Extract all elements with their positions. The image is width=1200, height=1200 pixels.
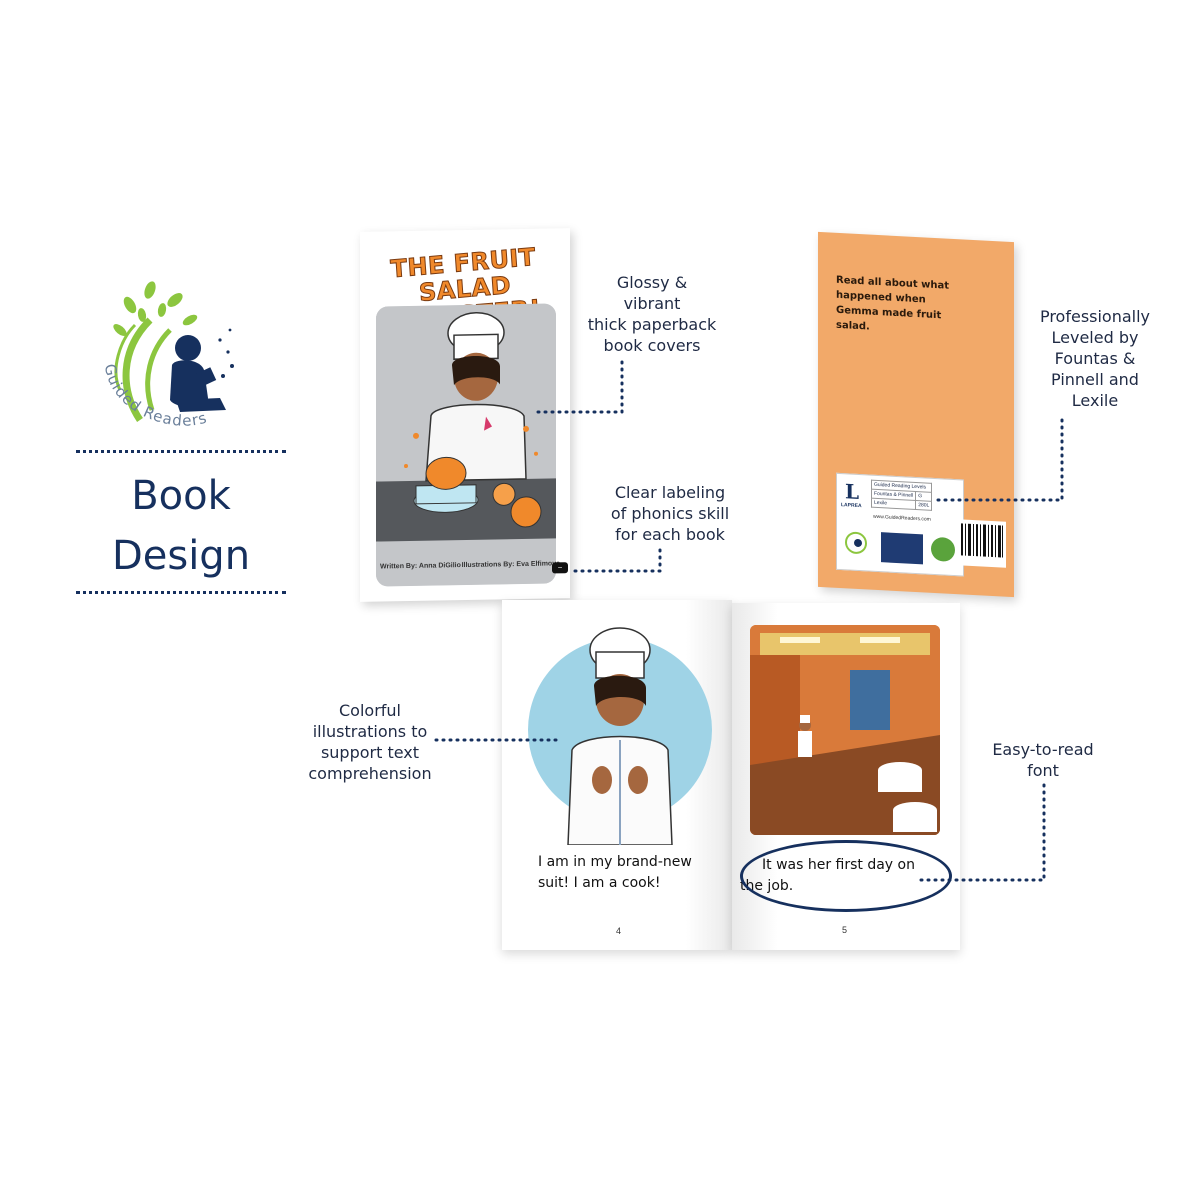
barcode-icon — [958, 519, 1006, 568]
chef-squeezing-orange-illustration — [376, 303, 556, 587]
guided-readers-logo: Guided Readers — [80, 270, 270, 440]
callout-illustrations-line: Colorful — [339, 701, 401, 720]
callout-labeling-line: of phonics skill — [610, 504, 730, 523]
callout-leveled-line: Lexile — [1071, 391, 1119, 410]
callout-labeling-line: Clear labeling — [614, 483, 726, 502]
left-page-text-line1: I am in my brand-new — [538, 854, 692, 870]
callout-illustrations: Colorful illustrations to support text c… — [290, 700, 450, 784]
callout-covers-line: Glossy & — [616, 273, 688, 292]
levels-system: Lexile — [871, 498, 916, 510]
levels-value: 280L — [915, 500, 932, 511]
callout-covers-line: book covers — [603, 336, 701, 355]
table-row: Lexile 280L — [871, 498, 932, 511]
cover-illustration — [376, 303, 556, 587]
heading-top-divider — [76, 450, 286, 453]
callout-covers-line: thick paperback — [587, 315, 717, 334]
heading-bottom-divider — [76, 591, 286, 594]
callout-leveled-line: Fountas & — [1054, 349, 1136, 368]
book-badge-icon — [881, 532, 923, 565]
publisher-name: LAPREA — [841, 502, 862, 510]
phonics-skill-label: – — [552, 562, 568, 574]
back-cover-book: Read all about what happened when Gemma … — [818, 231, 1014, 598]
svg-text:L: L — [845, 479, 859, 504]
callout-font-line: Easy-to-read — [992, 740, 1094, 759]
cover-author: Written By: Anna DiGilio — [380, 562, 461, 571]
font-highlight-ellipse — [740, 840, 952, 912]
page-title-line2: Design — [111, 533, 251, 579]
certification-seal-icon — [931, 536, 955, 563]
callout-leveled: Professionally Leveled by Fountas & Pinn… — [1020, 306, 1170, 411]
logo-tree-reader-icon: Guided Readers — [101, 281, 234, 430]
back-cover-blurb: Read all about what happened when Gemma … — [836, 274, 949, 333]
page-title-line1: Book — [131, 473, 231, 519]
chef-in-suit-illustration — [528, 627, 712, 845]
leader-labeling — [568, 548, 662, 573]
callout-labeling-line: for each book — [615, 525, 725, 544]
back-cover-url: www.GuidedReaders.com — [873, 513, 931, 523]
publisher-logo-icon: L — [845, 479, 859, 504]
page-title: Book Design — [76, 466, 286, 586]
callout-illustrations-line: comprehension — [308, 764, 432, 783]
back-cover-info-panel: L LAPREA Guided Reading Levels Fountas &… — [836, 472, 964, 577]
callout-labeling: Clear labeling of phonics skill for each… — [590, 482, 750, 545]
levels-table: Guided Reading Levels Fountas & Pinnell … — [871, 480, 932, 511]
publisher-logo: L LAPREA — [841, 478, 867, 509]
callout-covers-line: vibrant — [623, 294, 681, 313]
callout-font: Easy-to-read font — [968, 739, 1118, 781]
callout-covers: Glossy & vibrant thick paperback book co… — [572, 272, 732, 356]
callout-leveled-line: Pinnell and — [1051, 370, 1139, 389]
callout-illustrations-line: illustrations to — [312, 722, 428, 741]
left-page-text: I am in my brand-new suit! I am a cook! — [538, 852, 692, 894]
spread-left-page: I am in my brand-new suit! I am a cook! … — [502, 600, 732, 950]
front-cover-book: THE FRUIT SALAD DISASTER! — [360, 228, 570, 602]
callout-leveled-line: Leveled by — [1051, 328, 1139, 347]
right-page-number: 5 — [842, 925, 848, 935]
left-page-number: 4 — [616, 926, 622, 936]
restaurant-scene-icon — [750, 625, 940, 835]
restaurant-illustration — [750, 625, 940, 835]
callout-font-line: font — [1027, 761, 1059, 780]
left-page-text-line2: suit! I am a cook! — [538, 875, 661, 891]
guided-readers-mini-logo-icon — [843, 528, 869, 563]
callout-leveled-line: Professionally — [1039, 307, 1151, 326]
callout-illustrations-line: support text — [320, 743, 420, 762]
